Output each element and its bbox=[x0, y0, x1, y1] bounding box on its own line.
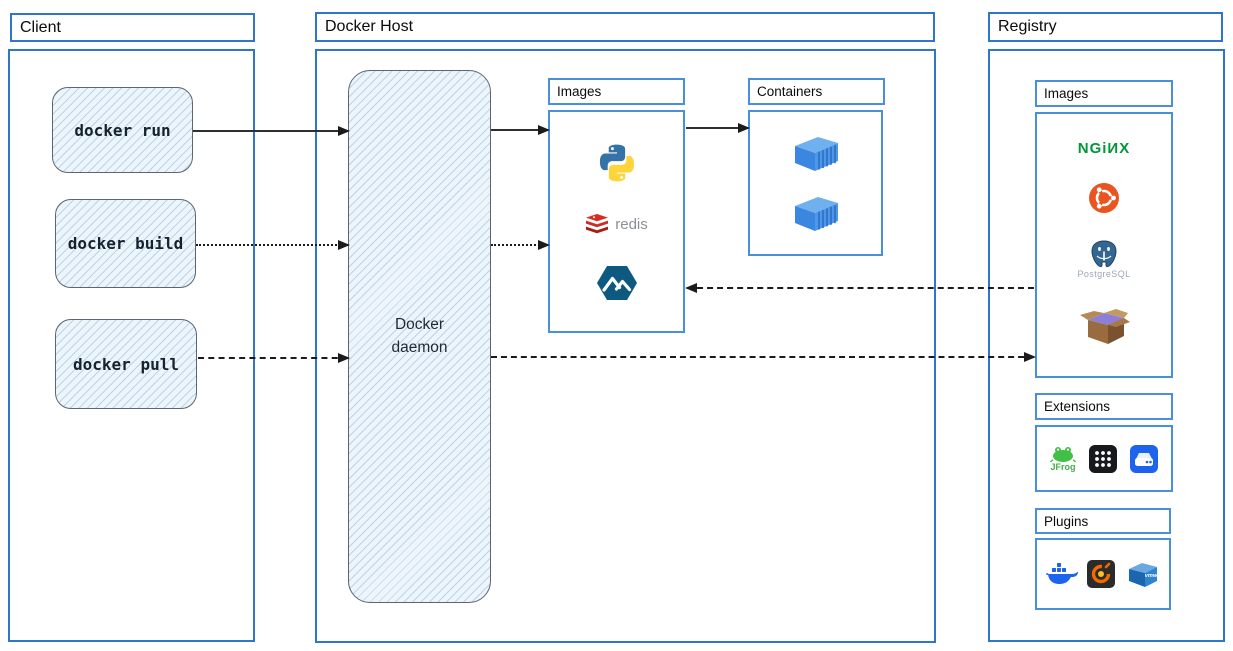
jfrog-label: JFrog bbox=[1050, 462, 1076, 472]
redis-icon bbox=[586, 214, 609, 234]
grafana-icon bbox=[1087, 560, 1115, 588]
docker-daemon-label: Docker daemon bbox=[391, 316, 448, 356]
arrow-build-to-daemon bbox=[196, 239, 350, 250]
container-icon bbox=[794, 136, 838, 171]
postgresql-label: PostgreSQL bbox=[1077, 268, 1131, 279]
ubuntu-icon bbox=[1089, 183, 1119, 214]
client-title: Client bbox=[20, 18, 61, 36]
arrow-daemon-to-images-dotted bbox=[491, 239, 550, 250]
package-box-icon bbox=[1080, 309, 1130, 345]
arrow-run-to-daemon bbox=[193, 125, 350, 136]
docker-whale-icon bbox=[1046, 563, 1078, 584]
jfrog-icon bbox=[1050, 447, 1076, 463]
alpine-icon bbox=[596, 266, 637, 300]
containers-panel bbox=[748, 110, 883, 256]
nginx-wordmark: NGiИX bbox=[1077, 139, 1131, 157]
host-images-title-box: Images bbox=[548, 78, 685, 105]
arrow-images-to-containers bbox=[686, 122, 750, 133]
host-images-title: Images bbox=[557, 84, 602, 99]
extensions-title: Extensions bbox=[1044, 399, 1111, 414]
redis-label: redis bbox=[615, 216, 648, 233]
python-icon bbox=[599, 144, 634, 182]
docker-pull-label: docker pull bbox=[73, 354, 179, 374]
registry-images-panel: NGiИX PostgreSQL bbox=[1035, 112, 1173, 378]
arrow-registry-to-images bbox=[685, 282, 1034, 293]
docker-build-label: docker build bbox=[67, 234, 184, 253]
arrow-daemon-to-registry bbox=[491, 351, 1036, 362]
disk-extension-icon bbox=[1130, 444, 1158, 473]
docker-pull-box: docker pull bbox=[55, 319, 197, 409]
redis-image-item: redis bbox=[585, 214, 648, 235]
docker-build-box: docker build bbox=[55, 199, 196, 288]
arrow-daemon-to-images-solid bbox=[491, 124, 550, 135]
arrow-pull-to-daemon bbox=[198, 352, 350, 363]
jfrog-item: JFrog bbox=[1050, 445, 1076, 472]
docker-run-box: docker run bbox=[52, 87, 193, 173]
host-images-panel: redis bbox=[548, 110, 685, 333]
container-icon bbox=[794, 197, 838, 232]
containers-title-box: Containers bbox=[748, 78, 885, 105]
plugins-title: Plugins bbox=[1044, 513, 1089, 529]
postgresql-item: PostgreSQL bbox=[1077, 240, 1130, 279]
vmware-icon: vmw bbox=[1129, 563, 1158, 587]
extensions-title-box: Extensions bbox=[1035, 393, 1173, 420]
registry-title: Registry bbox=[998, 18, 1057, 35]
registry-images-title: Images bbox=[1044, 86, 1089, 101]
postgresql-icon bbox=[1091, 240, 1117, 267]
vmware-label: vmw bbox=[1145, 573, 1158, 579]
docker-host-title: Docker Host bbox=[325, 18, 414, 35]
plugins-title-box: Plugins bbox=[1035, 508, 1171, 534]
registry-images-title-box: Images bbox=[1035, 80, 1173, 107]
plugins-panel: vmw bbox=[1035, 538, 1171, 610]
client-title-box: Client bbox=[10, 13, 255, 42]
docker-run-label: docker run bbox=[74, 120, 171, 140]
registry-title-box: Registry bbox=[988, 12, 1223, 42]
docker-daemon-box: Docker daemon bbox=[348, 70, 491, 603]
docker-host-title-box: Docker Host bbox=[315, 12, 935, 42]
app-grid-icon bbox=[1089, 444, 1117, 473]
extensions-panel: JFrog bbox=[1035, 425, 1173, 492]
containers-title: Containers bbox=[757, 84, 823, 99]
